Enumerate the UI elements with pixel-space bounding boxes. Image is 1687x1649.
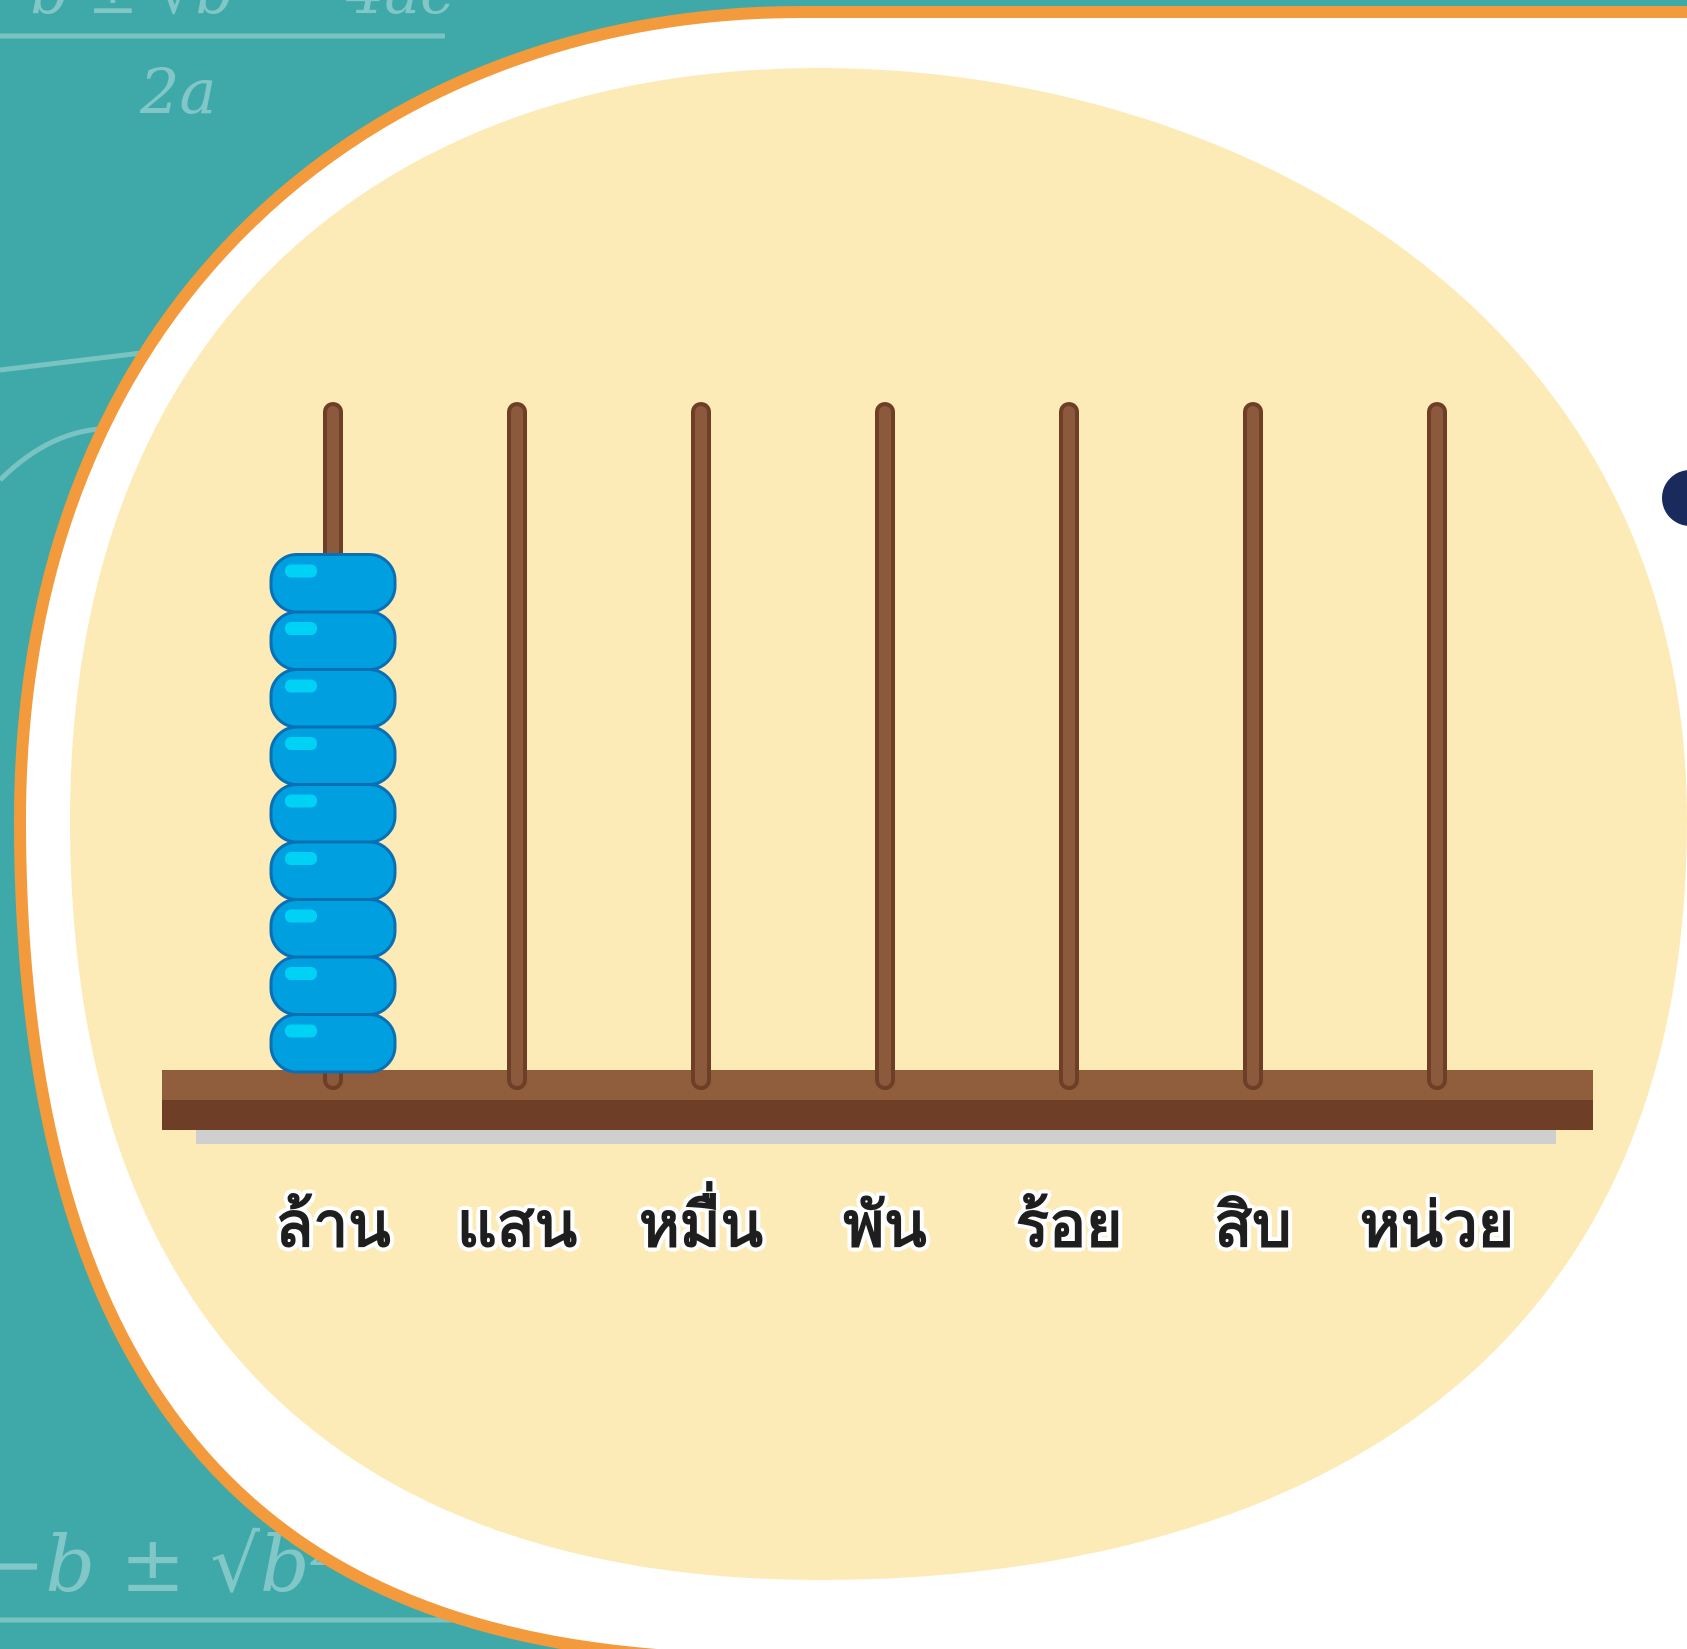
abacus-rod-highlight (1247, 406, 1259, 1086)
abacus-rod-highlight (511, 406, 523, 1086)
place-value-label: พัน (843, 1188, 927, 1261)
abacus-bead (269, 783, 397, 844)
abacus-bead (269, 553, 397, 614)
abacus-bead (269, 1013, 397, 1074)
abacus-rod-highlight (879, 406, 891, 1086)
abacus-bead (269, 955, 397, 1016)
place-value-label: ล้าน (275, 1188, 391, 1261)
place-value-label: สิบ (1214, 1188, 1292, 1261)
abacus-bead (269, 840, 397, 901)
place-value-label: แสน (456, 1188, 578, 1261)
abacus-rod-highlight (695, 406, 707, 1086)
abacus-rod-highlight (1063, 406, 1075, 1086)
abacus-bead (269, 725, 397, 786)
abacus-rod-highlight (1431, 406, 1443, 1086)
abacus-base-front (162, 1100, 1593, 1130)
formula-top: −b ± √b² − 4ac (0, 0, 454, 28)
abacus-bead (269, 668, 397, 729)
place-value-label: ร้อย (1015, 1188, 1123, 1261)
abacus-bead (269, 610, 397, 671)
formula-top-denominator: 2a (140, 55, 217, 128)
abacus-bead (269, 898, 397, 959)
place-value-label: หน่วย (1359, 1188, 1515, 1261)
place-value-label: หมื่น (638, 1188, 764, 1261)
abacus-base-shadow (196, 1128, 1556, 1144)
navy-dot (1662, 470, 1687, 526)
